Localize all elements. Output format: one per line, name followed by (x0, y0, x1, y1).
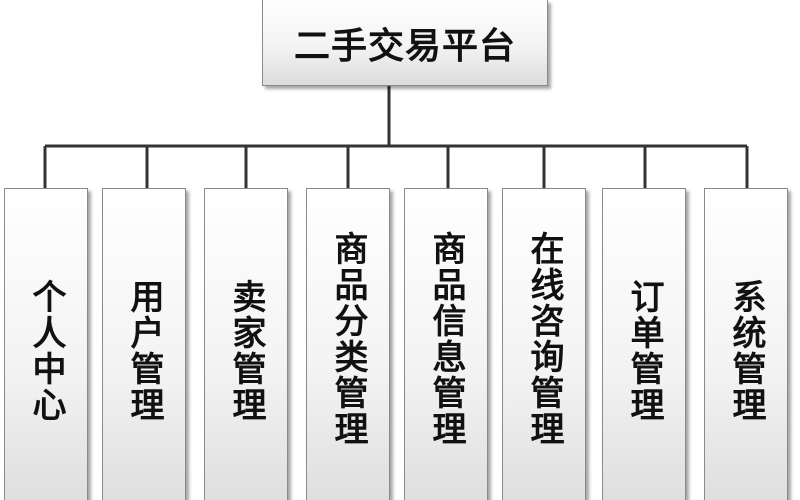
child-node-label: 个人中心 (26, 279, 66, 423)
child-node-label: 系统管理 (726, 279, 766, 423)
root-node: 二手交易平台 (262, 0, 548, 86)
child-node-label: 用户管理 (124, 279, 164, 423)
child-node-order-management: 订单管理 (602, 188, 686, 500)
root-node-label: 二手交易平台 (293, 25, 516, 67)
child-node-label: 在线咨询管理 (524, 231, 564, 447)
child-node-label: 卖家管理 (226, 279, 266, 423)
child-node-user-management: 用户管理 (102, 188, 186, 500)
child-node-label: 订单管理 (624, 279, 664, 423)
child-node-system-management: 系统管理 (704, 188, 788, 500)
child-node-personal-center: 个人中心 (4, 188, 88, 500)
child-node-category-management: 商品分类管理 (306, 188, 390, 500)
child-node-label: 商品分类管理 (328, 231, 368, 447)
child-node-online-consult-management: 在线咨询管理 (502, 188, 586, 500)
child-node-seller-management: 卖家管理 (204, 188, 288, 500)
child-node-product-info-management: 商品信息管理 (404, 188, 488, 500)
child-node-label: 商品信息管理 (426, 231, 466, 447)
